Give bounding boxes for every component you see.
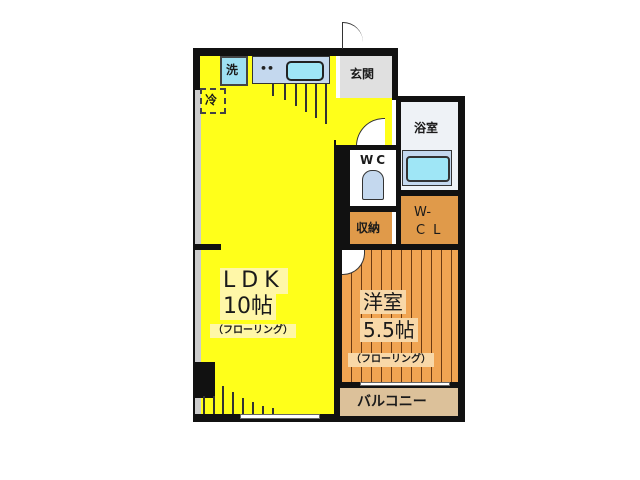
- hatch: [242, 398, 244, 414]
- fridge-label: 冷: [205, 93, 218, 107]
- balcony-label: バルコニー: [357, 394, 427, 410]
- wall-left: [193, 90, 201, 420]
- sink-icon: [286, 61, 324, 81]
- room-storage: [350, 212, 392, 244]
- entrance-label: 玄関: [350, 67, 375, 81]
- wc-label: WC: [360, 153, 389, 167]
- hatch: [315, 84, 317, 118]
- window-western: [360, 382, 450, 386]
- hatch: [262, 406, 264, 414]
- hatch: [252, 402, 254, 414]
- hatch: [284, 84, 286, 100]
- ldk-name: LDK: [220, 268, 288, 294]
- room-balcony: [340, 388, 458, 416]
- wall-wc-top: [336, 145, 398, 150]
- hatch: [295, 84, 297, 106]
- hatch: [272, 408, 274, 414]
- storage-label: 収納: [356, 221, 381, 235]
- hatch: [305, 84, 307, 112]
- room-ldk: [200, 56, 336, 416]
- wall-wc-left: [342, 145, 350, 255]
- wall-left-pillar: [193, 362, 215, 398]
- hatch: [203, 396, 205, 414]
- wall-bath-left: [396, 96, 401, 256]
- ldk-size: 10帖: [220, 294, 276, 320]
- hatch: [232, 392, 234, 414]
- wall-ldk-right: [334, 140, 342, 422]
- wall-closet-top: [396, 190, 462, 196]
- ldk-floor: （フローリング）: [210, 324, 296, 338]
- stove-icon: ••: [260, 62, 275, 75]
- fridge-space: [200, 88, 226, 114]
- wall-left-top: [193, 48, 203, 90]
- wcl-label-1: W-: [414, 205, 432, 220]
- wall-bottom: [193, 414, 465, 422]
- wall-mid-stub: [334, 244, 346, 250]
- window-ldk-bottom: [240, 414, 320, 419]
- hatch: [272, 84, 274, 96]
- bathroom-label: 浴室: [414, 121, 439, 135]
- washer-label: 洗: [226, 63, 239, 77]
- wall-entrance-right: [392, 48, 398, 100]
- washer-space: [220, 56, 248, 86]
- hatch: [213, 396, 215, 414]
- western-size: 5.5帖: [360, 318, 418, 342]
- hatch: [222, 386, 224, 414]
- wall-bath-top: [396, 96, 462, 102]
- room-walkin-closet: [401, 196, 458, 248]
- toilet-icon: [362, 170, 384, 200]
- wall-top: [193, 48, 396, 56]
- bathtub-inner: [406, 156, 450, 182]
- entrance-door-icon[interactable]: [342, 22, 363, 49]
- wcl-label-2: CL: [416, 223, 449, 238]
- hatch: [325, 84, 327, 124]
- western-floor: （フローリング）: [348, 353, 434, 367]
- western-name: 洋室: [360, 290, 406, 314]
- room-entrance: [340, 56, 396, 98]
- wall-left-stub: [193, 244, 221, 250]
- wall-closet-bottom: [342, 244, 462, 250]
- wall-right: [458, 96, 465, 422]
